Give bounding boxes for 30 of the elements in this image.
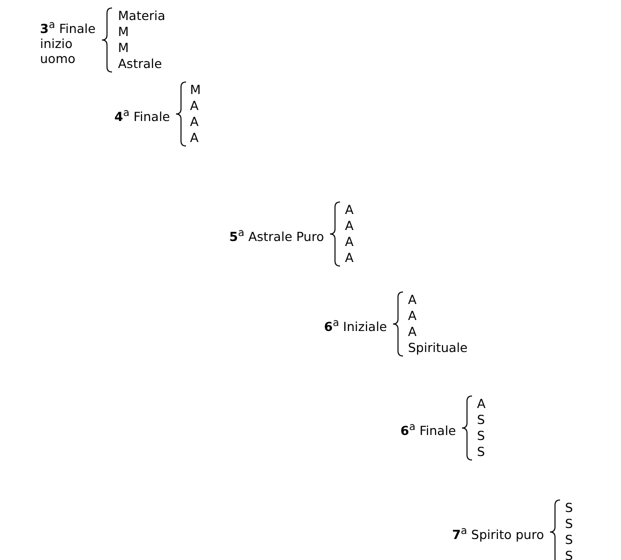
group-heading: 4$^{a}$ Finale xyxy=(114,106,170,124)
list-item: S xyxy=(477,444,485,460)
group-heading: 7$^{a}$ Spirito puro xyxy=(452,524,544,542)
list-item: A xyxy=(408,292,417,308)
list-item: A xyxy=(345,250,354,266)
list-item: A xyxy=(345,234,354,250)
list-item: S xyxy=(565,548,573,560)
list-item: A xyxy=(345,202,354,218)
group-heading: 6$^{a}$ Iniziale xyxy=(324,316,387,334)
list-item: S xyxy=(565,516,573,532)
list-item: M xyxy=(118,24,129,40)
list-item: A xyxy=(408,324,417,340)
list-item: A xyxy=(190,98,199,114)
list-item: M xyxy=(190,82,201,98)
group-heading: 5$^{a}$ Astrale Puro xyxy=(229,226,324,244)
list-item: A xyxy=(190,130,199,146)
list-item: S xyxy=(477,428,485,444)
list-item: Materia xyxy=(118,8,166,24)
list-item: M xyxy=(118,40,129,56)
list-item: Spirituale xyxy=(408,340,468,356)
list-item: A xyxy=(345,218,354,234)
list-item: S xyxy=(565,532,573,548)
list-item: S xyxy=(565,500,573,516)
list-item: A xyxy=(477,396,486,412)
group-heading: 3$^{a}$ Finale inizio uomo xyxy=(40,18,97,66)
list-item: Astrale xyxy=(118,56,162,72)
list-item: A xyxy=(190,114,199,130)
list-item: A xyxy=(408,308,417,324)
list-item: S xyxy=(477,412,485,428)
group-heading: 6$^{a}$ Finale xyxy=(400,420,456,438)
